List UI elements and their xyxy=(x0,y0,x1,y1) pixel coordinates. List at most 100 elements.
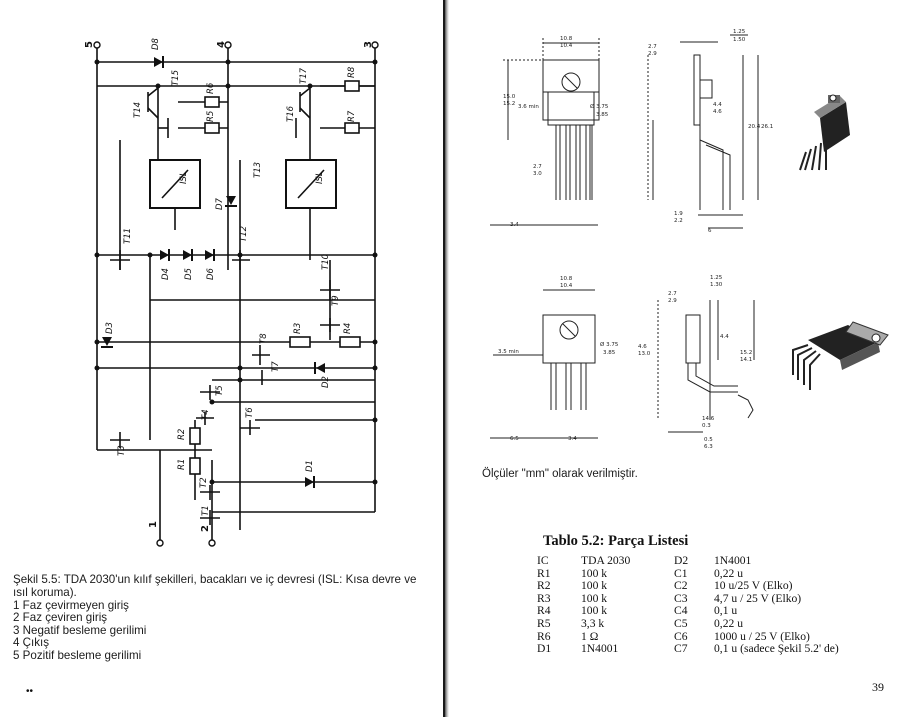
list-item: 2 Faz çeviren giriş xyxy=(13,611,108,625)
dim: 15.2 xyxy=(503,101,515,107)
figure-caption: Şekil 5.5: TDA 2030'un kılıf şekilleri, … xyxy=(13,573,417,599)
dim: 6.3 xyxy=(704,444,713,450)
dim: 13.0 xyxy=(638,351,651,357)
label-t14: T14 xyxy=(133,102,143,118)
package-drawings: 10.8 10.4 2.7 2.9 1.25 1.50 15.0 15.2 3.… xyxy=(490,29,889,450)
dim: 20.4 xyxy=(748,124,761,130)
dim: 10.4 xyxy=(560,43,573,49)
dim: 3.5 min xyxy=(498,349,519,355)
dim: 14.1 xyxy=(740,357,752,363)
dim: 15.0 xyxy=(503,94,516,100)
table-cell: R1 xyxy=(537,566,551,580)
pin-label: 5 xyxy=(84,41,95,48)
table-cell: C3 xyxy=(674,591,688,605)
label-t3: T3 xyxy=(117,445,127,456)
label-t16: T16 xyxy=(286,105,296,122)
label-r1: R1 xyxy=(177,459,187,470)
dim: 0.5 xyxy=(704,437,713,443)
dim: 10.4 xyxy=(560,283,573,289)
label-isl-left: ISL xyxy=(179,171,189,184)
pin-label: 2 xyxy=(200,525,211,532)
label-r6: R6 xyxy=(206,82,216,94)
table-title: Tablo 5.2: Parça Listesi xyxy=(543,533,689,549)
label-r2: R2 xyxy=(177,429,187,440)
table-cell: 100 k xyxy=(581,604,608,618)
table-cell: IC xyxy=(537,554,549,567)
dim: 26.1 xyxy=(761,124,773,130)
table-cell: D1 xyxy=(537,642,552,656)
dim: 2.2 xyxy=(674,218,683,224)
dim: 6 xyxy=(708,228,712,234)
dim: 4.4 xyxy=(720,334,729,340)
table-cell: 1000 u / 25 V (Elko) xyxy=(714,629,810,643)
dim: 3.6 min xyxy=(518,104,539,110)
label-t5: T5 xyxy=(215,385,225,396)
table-cell: C1 xyxy=(674,566,688,580)
dim: Ø 3.75 xyxy=(590,103,609,110)
list-item: 4 Çıkış xyxy=(13,636,50,650)
table-cell: C4 xyxy=(674,604,688,618)
table-cell: C7 xyxy=(674,642,688,656)
table-cell: R3 xyxy=(537,591,551,605)
dim: 2.7 xyxy=(533,164,542,170)
label-d7: D7 xyxy=(215,197,225,210)
label-d4: D4 xyxy=(161,268,171,280)
pin-list: 1 Faz çevirmeyen giriş 2 Faz çeviren gir… xyxy=(13,599,313,662)
table-row: R5 3,3 k C5 0,22 u xyxy=(537,616,874,631)
dimension-note: Ölçüler "mm" olarak verilmiştir. xyxy=(482,468,638,480)
dim: 4.4 xyxy=(713,102,722,108)
label-r3: R3 xyxy=(293,323,303,334)
dim: 6.5 xyxy=(510,436,519,442)
label-d6: D6 xyxy=(206,267,216,280)
label-d8: D8 xyxy=(151,37,161,50)
dim: 2.7 xyxy=(648,44,657,50)
label-t8: T8 xyxy=(259,333,269,344)
table-cell: R5 xyxy=(537,616,551,630)
pin-label: 3 xyxy=(363,41,374,48)
dim: 14.6 xyxy=(702,416,715,422)
label-r8: R8 xyxy=(347,66,357,78)
dim: 1.9 xyxy=(674,211,683,217)
table-cell: 0,22 u xyxy=(714,566,743,580)
table-cell: 4,7 u / 25 V (Elko) xyxy=(714,591,802,605)
left-page: 5 4 3 1 2 T15 T14 T17 T16 T13 T11 T12 T1… xyxy=(0,0,443,717)
dim: 10.8 xyxy=(560,276,573,282)
dim: 1.25 xyxy=(710,275,723,281)
table-cell: R2 xyxy=(537,579,551,593)
label-t12: T12 xyxy=(239,226,249,242)
dim: 2.9 xyxy=(668,298,677,304)
book-gutter xyxy=(443,0,446,717)
table-cell: 10 u/25 V (Elko) xyxy=(714,579,793,593)
table-cell: 3,3 k xyxy=(581,616,605,630)
dim: 4.6 xyxy=(638,344,647,350)
table-cell: 0,22 u xyxy=(714,616,743,630)
table-cell: 1N4001 xyxy=(581,642,619,656)
gutter-shadow xyxy=(445,0,449,717)
dim: 10.8 xyxy=(560,36,573,42)
dim: 0.3 xyxy=(702,423,711,429)
table-cell: 100 k xyxy=(581,591,608,605)
dim: 3.4 xyxy=(568,436,577,442)
dim: 1.25 xyxy=(733,29,746,35)
right-page: 10.8 10.4 2.7 2.9 1.25 1.50 15.0 15.2 3.… xyxy=(448,0,924,717)
label-d3: D3 xyxy=(105,322,115,334)
table-cell: 0,1 u (sadece Şekil 5.2' de) xyxy=(714,642,839,656)
table-cell: 1N4001 xyxy=(714,554,752,567)
dim: Ø 3.75 xyxy=(600,341,619,348)
label-t13: T13 xyxy=(253,162,263,178)
table-cell: C2 xyxy=(674,579,688,593)
table-cell: C5 xyxy=(674,616,688,630)
list-item: 5 Pozitif besleme gerilimi xyxy=(13,648,142,662)
label-isl-right: ISL xyxy=(315,171,325,184)
label-t4: T4 xyxy=(201,409,211,420)
table-row: R3 100 k C3 4,7 u / 25 V (Elko) xyxy=(537,591,874,606)
dim: 15.2 xyxy=(740,350,752,356)
dim: 4.6 xyxy=(713,109,722,115)
list-item: 1 Faz çevirmeyen giriş xyxy=(13,599,129,612)
table-cell: TDA 2030 xyxy=(581,554,631,567)
label-t17: T17 xyxy=(299,67,309,84)
label-t9: T9 xyxy=(331,295,341,306)
